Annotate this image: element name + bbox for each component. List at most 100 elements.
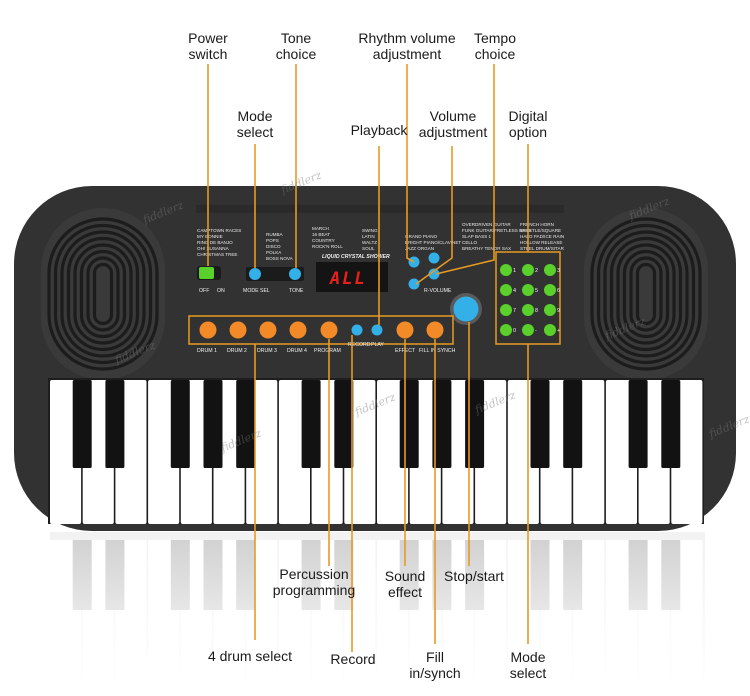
keypad-label: 7 [513,308,516,314]
button-row-frame [188,315,454,345]
callout-mode-select-top: Mode select [236,108,274,140]
power-switch[interactable] [199,267,214,279]
speaker-groove [73,243,133,345]
keypad-button[interactable] [544,284,556,296]
keypad-label: 6 [557,288,560,294]
callout-volume-adjustment: Volume adjustment [418,108,488,140]
tempo-down-button[interactable] [428,268,440,280]
black-key[interactable] [236,380,256,468]
keypad-button[interactable] [522,304,534,316]
music-rest-slot [196,205,564,213]
keypad-label: 9 [557,308,560,314]
callout-sound-effect: Sound effect [384,568,426,600]
drum-4-label: DRUM 4 [287,348,307,354]
black-keys [72,380,681,468]
speaker-groove [47,217,159,371]
tone-button[interactable] [289,268,301,280]
black-key[interactable] [301,380,321,468]
keypad-button[interactable] [544,324,556,336]
keypad-button[interactable] [500,264,512,276]
keypad-label: 3 [557,268,560,274]
callout-power-switch: Power switch [188,30,228,62]
speaker-groove [629,256,663,332]
callout-fill-insynch: Fill in/synch [409,649,461,681]
black-key[interactable] [72,380,92,468]
black-key[interactable] [530,380,550,468]
keypad-button[interactable] [500,304,512,316]
callout-rhythm-volume: Rhythm volume adjustment [358,30,456,62]
led-display [316,262,388,292]
callout-percussion-programming: Percussion programming [272,566,356,598]
stop-start-button[interactable] [453,296,479,322]
callout-tone-choice: Tone choice [275,30,317,62]
drum-3-button[interactable] [259,321,277,339]
keypad-label: 0 [513,328,516,334]
black-key[interactable] [465,380,485,468]
keypad-label: 2 [535,268,538,274]
speaker-groove [603,230,689,358]
mode-sel-label: MODE SEL [243,288,270,294]
speaker-groove [66,236,140,352]
keypad-label: 4 [513,288,516,294]
mode-sel-button[interactable] [249,268,261,280]
r-volume-label: R-VOLUME [424,288,452,294]
keypad-button[interactable] [544,304,556,316]
callout-tempo-choice: Tempo choice [473,30,517,62]
tone-label: TONE [289,288,304,294]
speaker-groove [609,236,683,352]
speaker-outline [584,208,708,380]
program-button[interactable] [320,321,338,339]
speaker-groove [86,256,120,332]
tempo-up-button[interactable] [428,252,440,264]
effect-button[interactable] [396,321,414,339]
black-key[interactable] [432,380,452,468]
speaker-groove [616,243,676,345]
keypad-label: - [535,328,537,334]
speaker-groove [92,262,114,326]
black-key[interactable] [170,380,190,468]
drum-3-label: DRUM 3 [257,348,277,354]
keypad-button[interactable] [500,324,512,336]
speaker-groove [53,223,153,365]
speaker-left [41,208,165,380]
keypad-label: + [557,328,560,334]
speaker-groove [635,262,657,326]
black-key[interactable] [105,380,125,468]
keypad-button[interactable] [522,284,534,296]
drum-4-button[interactable] [289,321,307,339]
callout-lines [207,64,529,652]
keypad-label: 1 [513,268,516,274]
drum-1-button[interactable] [199,321,217,339]
keypad-button[interactable] [522,264,534,276]
speaker-groove [79,249,127,339]
black-key[interactable] [203,380,223,468]
keypad-button[interactable] [544,264,556,276]
callout-stop-start: Stop/start [444,568,504,584]
drum-2-button[interactable] [229,321,247,339]
fill-in-synch-label: FILL IN SYNCH [419,348,456,354]
black-key[interactable] [334,380,354,468]
black-key[interactable] [563,380,583,468]
speaker-groove [596,223,696,365]
callout-playback: Playback [350,122,408,138]
rhythm-volume-down-button[interactable] [408,278,420,290]
callout-mode-select-bottom: Mode select [509,649,547,681]
record-button[interactable] [351,324,363,336]
keyboard-reflection [40,530,710,691]
black-key[interactable] [628,380,648,468]
keypad-label: 8 [535,308,538,314]
play-button[interactable] [371,324,383,336]
fill-in-synch-button[interactable] [426,321,444,339]
keypad-button[interactable] [522,324,534,336]
drum-2-label: DRUM 2 [227,348,247,354]
black-key[interactable] [661,380,681,468]
keypad-button[interactable] [500,284,512,296]
black-key[interactable] [399,380,419,468]
